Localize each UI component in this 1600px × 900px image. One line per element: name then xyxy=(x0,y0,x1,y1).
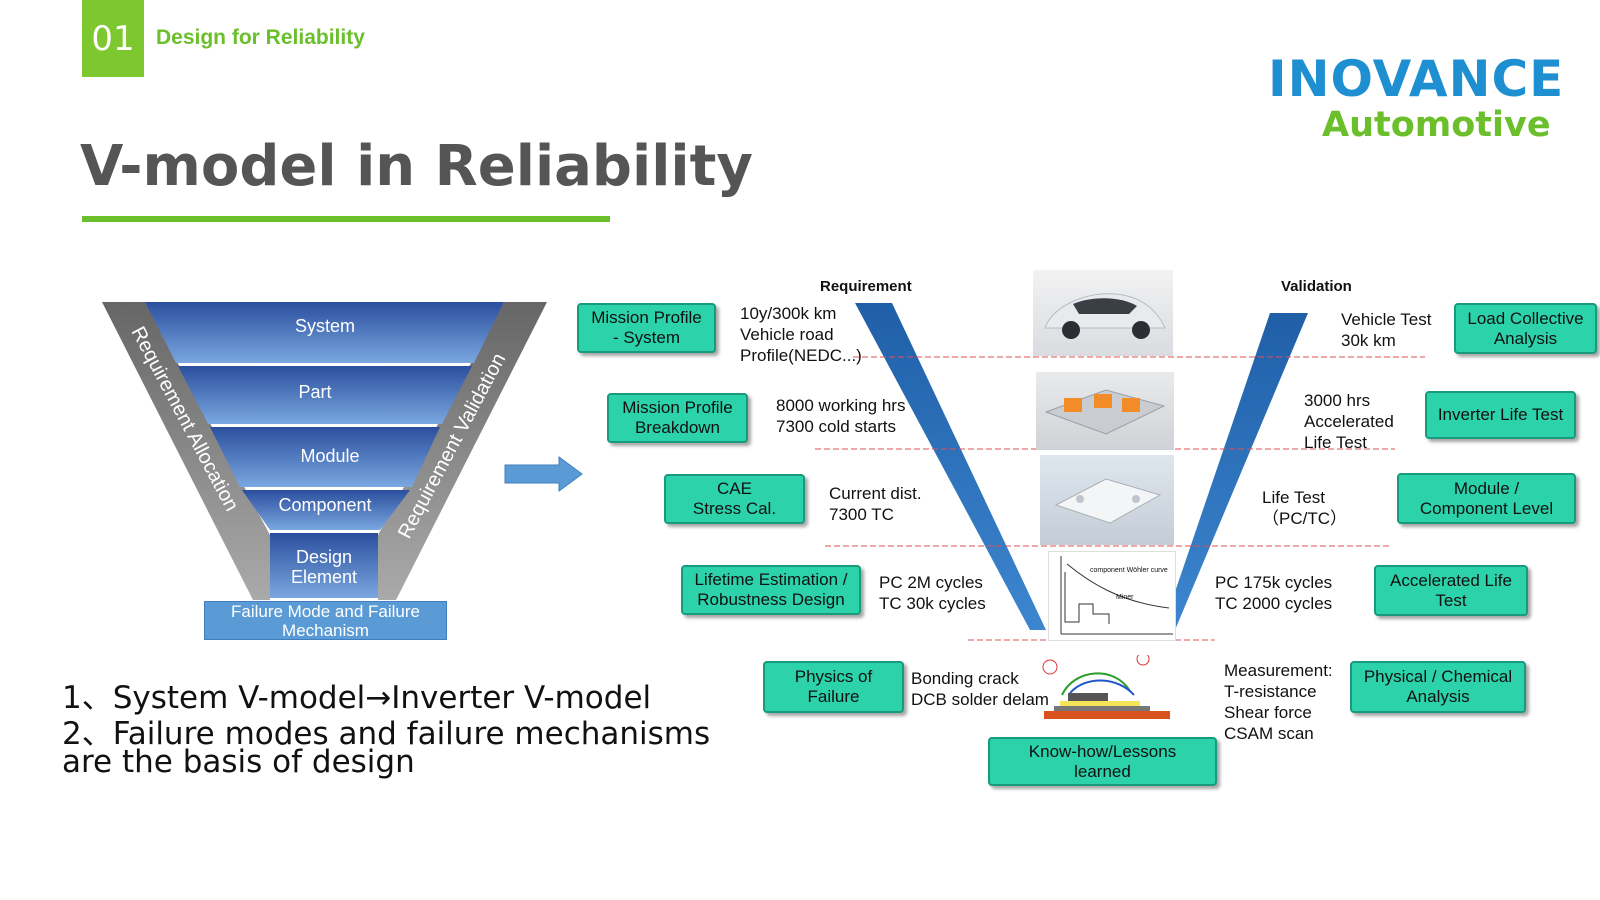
inverter-photo xyxy=(1036,372,1174,450)
wohler-curve-chart xyxy=(1048,551,1176,641)
right-band xyxy=(378,302,547,600)
note-measurement: Measurement: T-resistance Shear force CS… xyxy=(1224,661,1333,743)
physical-chemical-analysis-box: Physical / Chemical Analysis xyxy=(1350,661,1526,713)
v-right-arm xyxy=(1162,313,1308,630)
level-system xyxy=(145,302,504,363)
summary-line-3: are the basis of design xyxy=(62,744,415,780)
note-accelerated-life: 3000 hrs Accelerated Life Test xyxy=(1304,391,1394,452)
section-number: 01 xyxy=(82,0,144,77)
funnel-label-module: Module xyxy=(300,446,360,466)
note-vehicle-test: Vehicle Test 30k km xyxy=(1341,310,1432,350)
note-bonding-crack: Bonding crack DCB solder delam xyxy=(911,669,1049,709)
module-component-level-box: Module / Component Level xyxy=(1397,473,1576,524)
funnel-label-design-element: Design Element xyxy=(290,547,358,587)
wohler-curve-label: component Wöhler curve xyxy=(1090,567,1168,574)
note-current-dist: Current dist. 7300 TC xyxy=(829,484,922,524)
page-title: V-model in Reliability xyxy=(80,134,753,199)
funnel-label-part: Part xyxy=(298,382,332,402)
miner-label: Miner xyxy=(1116,594,1134,601)
note-pc-tc-validation: PC 175k cycles TC 2000 cycles xyxy=(1215,573,1333,613)
know-how-lessons-box: Know-how/Lessons learned xyxy=(988,737,1217,786)
level-component xyxy=(242,490,410,530)
physics-of-failure-box: Physics of Failure xyxy=(763,661,904,713)
level-part xyxy=(178,366,472,424)
mission-profile-breakdown-box: Mission Profile Breakdown xyxy=(607,393,748,443)
summary-line-2: 2、Failure modes and failure mechanisms xyxy=(62,716,711,752)
level-module xyxy=(210,427,440,487)
module-photo xyxy=(1040,455,1174,545)
logo-inovance: INOVANCE xyxy=(1268,50,1565,108)
cae-stress-box: CAE Stress Cal. xyxy=(664,474,805,524)
note-pc-tc-cycles: PC 2M cycles TC 30k cycles xyxy=(879,573,986,613)
note-working-hours: 8000 working hrs 7300 cold starts xyxy=(776,396,906,436)
right-arrow-icon xyxy=(504,456,583,492)
section-title: Design for Reliability xyxy=(156,26,365,49)
mission-profile-system-box: Mission Profile - System xyxy=(577,303,716,353)
load-collective-box: Load Collective Analysis xyxy=(1454,303,1597,354)
funnel-diagram xyxy=(102,302,547,600)
note-life-test: Life Test （PC/TC） xyxy=(1262,488,1347,528)
logo-automotive: Automotive xyxy=(1322,105,1551,145)
left-band xyxy=(102,302,270,600)
bonding-diagram xyxy=(1040,655,1185,730)
lifetime-estimation-box: Lifetime Estimation / Robustness Design xyxy=(681,565,861,615)
v-left-arm xyxy=(855,303,1046,630)
validation-header: Validation xyxy=(1281,278,1352,295)
title-underline xyxy=(82,216,610,222)
accelerated-life-test-box: Accelerated Life Test xyxy=(1374,565,1528,616)
requirement-header: Requirement xyxy=(820,278,912,295)
funnel-label-system: System xyxy=(294,316,355,336)
inverter-life-test-box: Inverter Life Test xyxy=(1425,391,1576,439)
summary-line-1: 1、System V-model→Inverter V-model xyxy=(62,680,652,716)
vehicle-photo xyxy=(1033,270,1173,356)
level-design-element xyxy=(270,533,378,598)
note-mission-profile: 10y/300k km Vehicle road Profile(NEDC...… xyxy=(740,304,862,365)
funnel-label-component: Component xyxy=(278,495,372,515)
failure-mode-box: Failure Mode and Failure Mechanism xyxy=(204,601,447,640)
